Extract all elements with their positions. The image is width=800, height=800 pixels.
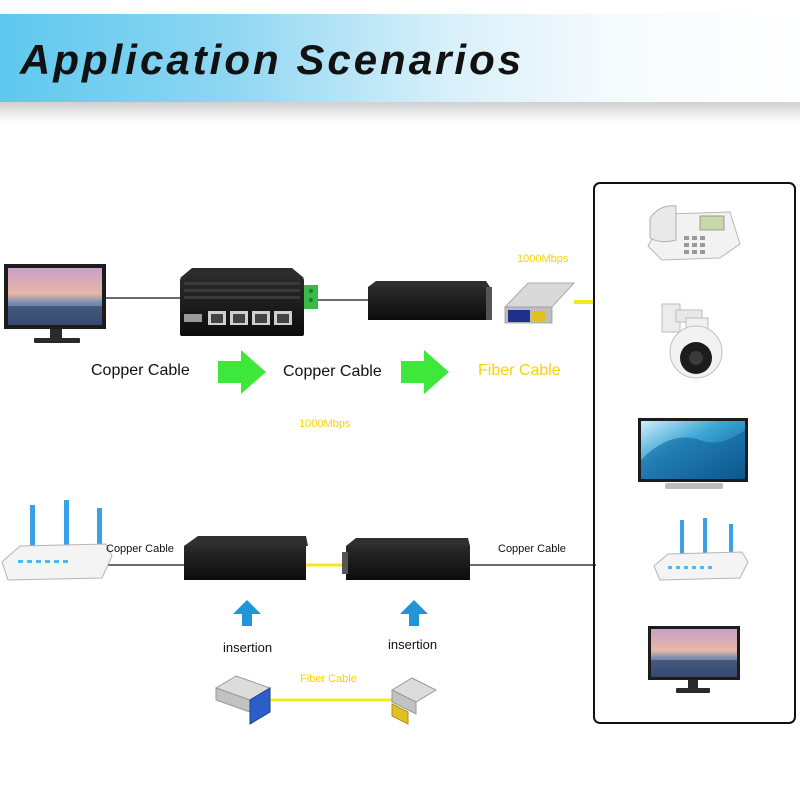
green-arrow-icon <box>218 350 266 394</box>
blue-arrow-icon <box>233 600 261 626</box>
copper-cable-label: Copper Cable <box>91 362 190 379</box>
monitor-icon <box>4 264 106 343</box>
copper-speed-label: 1000Mbps <box>299 418 351 430</box>
ptz-camera-icon <box>661 303 723 379</box>
page-title: Application Scenarios <box>20 36 525 83</box>
router-icon <box>1 500 113 581</box>
green-arrow-icon <box>401 350 449 394</box>
switch-icon <box>180 268 318 336</box>
copper-cable-label: Copper Cable <box>498 543 566 555</box>
sfp-module-icon <box>390 677 438 725</box>
fiber-cable-label: Fiber Cable <box>300 673 357 685</box>
fiber-cable-label: Fiber Cable <box>478 362 561 379</box>
telephone-icon <box>647 205 741 261</box>
router-icon <box>653 518 749 581</box>
fiber-speed-label: 1000Mbps <box>517 253 569 265</box>
sfp-module-icon <box>214 675 272 725</box>
copper-cable-label: Copper Cable <box>106 543 174 555</box>
banner-shadow <box>0 102 800 124</box>
copper-cable-label: Copper Cable <box>283 363 382 380</box>
insertion-label: insertion <box>223 640 273 655</box>
blue-arrow-icon <box>400 600 428 626</box>
media-converter-icon <box>368 281 492 320</box>
monitor-icon <box>648 626 740 693</box>
insertion-label: insertion <box>388 637 438 652</box>
title-banner <box>0 14 800 102</box>
media-converter-icon <box>342 538 470 580</box>
sfp-module-icon <box>504 282 575 324</box>
media-converter-icon <box>184 536 308 580</box>
tv-icon <box>638 418 748 489</box>
